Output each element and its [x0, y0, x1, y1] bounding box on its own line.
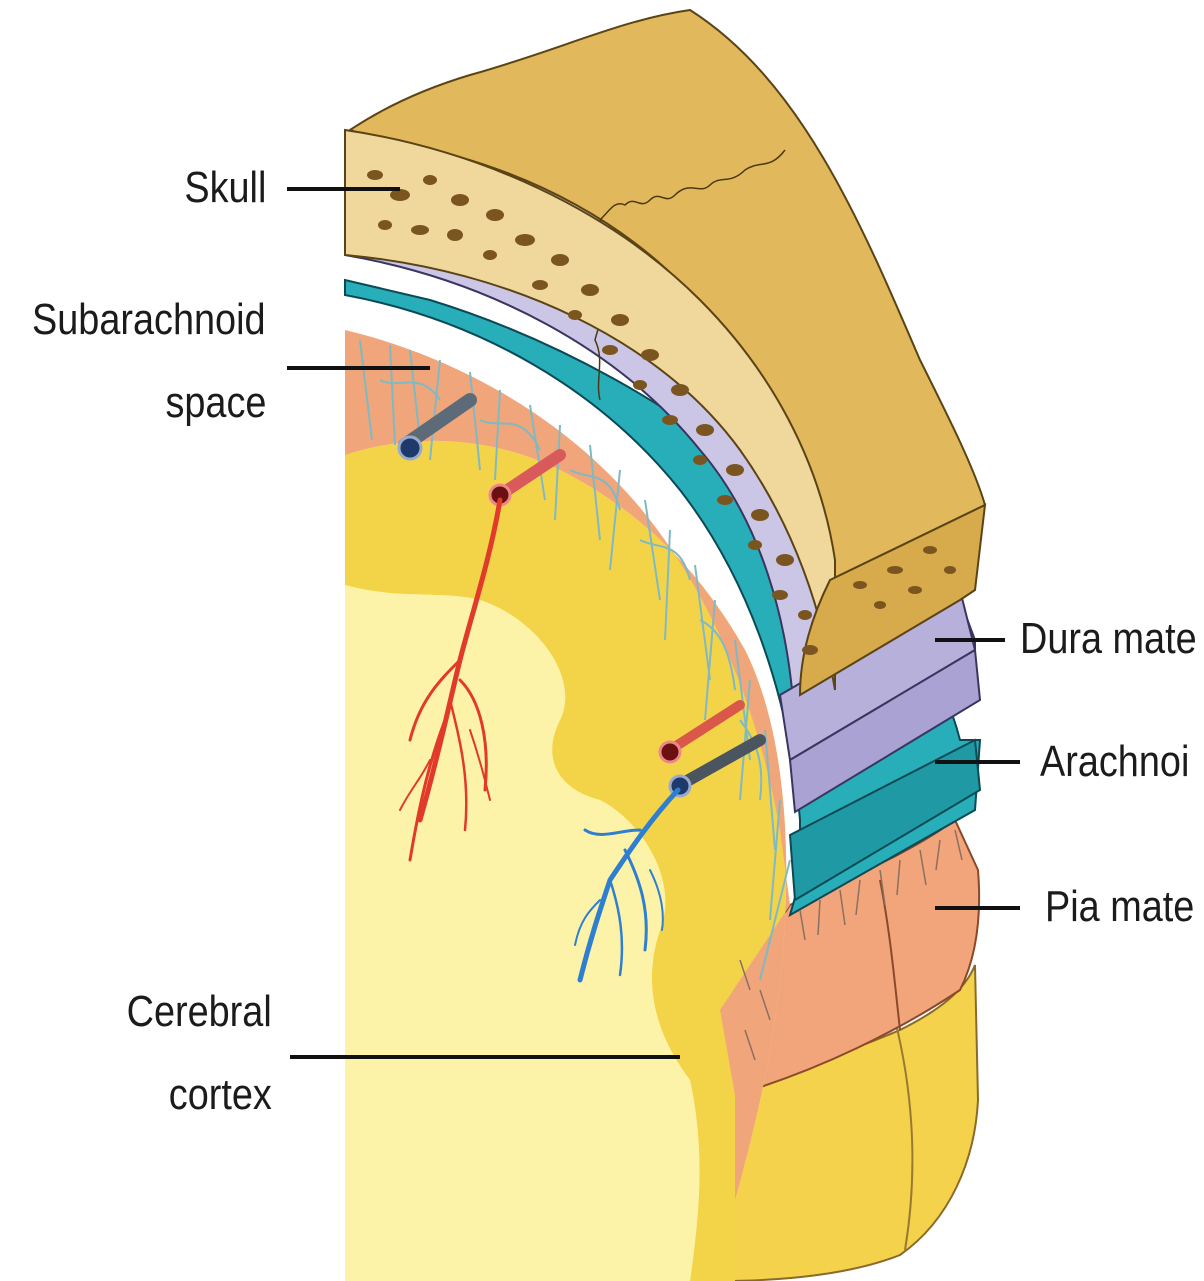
label-cerebral-line2: cortex: [169, 1068, 272, 1122]
vein-cross-section-top: [399, 437, 421, 459]
artery-cross-section-bottom: [660, 742, 680, 762]
label-skull: Skull: [184, 161, 266, 215]
label-dura-mater: Dura mate: [1020, 612, 1197, 666]
label-subarachnoid-line2: space: [165, 376, 266, 430]
label-arachnoid: Arachnoi: [1040, 735, 1189, 789]
label-pia-mater: Pia mate: [1045, 880, 1194, 934]
label-cerebral-line1: Cerebral: [127, 985, 272, 1039]
label-subarachnoid-line1: Subarachnoid: [32, 293, 266, 347]
